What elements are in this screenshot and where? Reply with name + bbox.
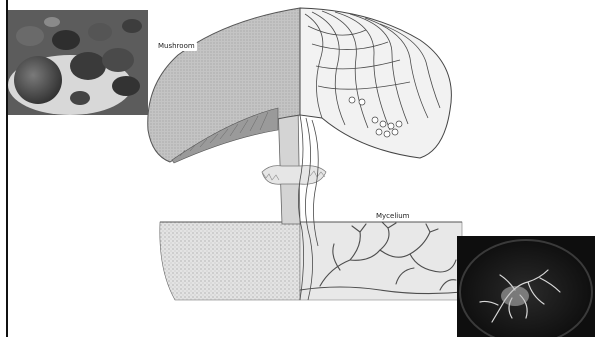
mycelium-label: Mycelium xyxy=(374,212,411,221)
photo-mycelium-dish xyxy=(457,236,595,337)
soil-right xyxy=(300,222,462,300)
stem xyxy=(278,104,300,224)
soil-left xyxy=(160,222,300,300)
photo-harvested-mushrooms xyxy=(8,10,148,115)
mushroom-label: Mushroom xyxy=(156,42,197,51)
